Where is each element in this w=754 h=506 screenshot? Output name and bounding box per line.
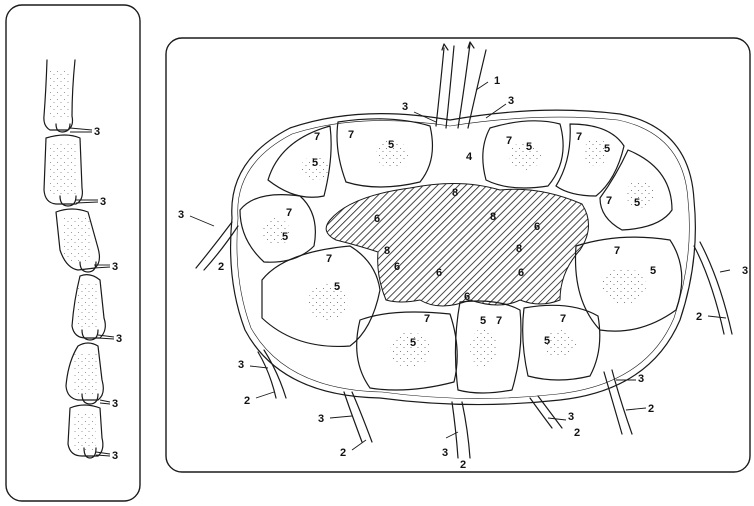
label-2-right: 2 [696, 311, 702, 323]
label-7-i: 7 [496, 315, 502, 327]
label-3-lower-left: 3 [238, 359, 244, 371]
left-label-3-4: 3 [116, 333, 122, 345]
label-6-c: 6 [394, 261, 400, 273]
label-6-b: 6 [534, 221, 540, 233]
label-7-a: 7 [314, 131, 320, 143]
label-2-bottom-3: 2 [574, 427, 580, 439]
label-7-f: 7 [286, 207, 292, 219]
label-3-bottom-2: 3 [442, 447, 448, 459]
label-5-b: 5 [388, 139, 394, 151]
label-5-h: 5 [410, 337, 416, 349]
label-7-h: 7 [424, 313, 430, 325]
label-3-top-right: 3 [508, 95, 514, 107]
label-7-g: 7 [326, 253, 332, 265]
label-3-bottom-1: 3 [318, 413, 324, 425]
label-6-d: 6 [436, 267, 442, 279]
label-3-left: 3 [178, 209, 184, 221]
label-5-g: 5 [334, 281, 340, 293]
label-8-b: 8 [384, 245, 390, 257]
left-label-3-2: 3 [100, 196, 106, 208]
label-4: 4 [466, 151, 473, 163]
label-3-right: 3 [742, 265, 748, 277]
label-5-c: 5 [526, 141, 532, 153]
label-8-a: 8 [452, 187, 458, 199]
label-5-j: 5 [544, 335, 550, 347]
label-6-a: 6 [374, 213, 380, 225]
label-7-c: 7 [506, 135, 512, 147]
right-panel: 1 3 3 4 3 2 3 2 3 2 3 2 3 2 3 2 3 2 7 5 … [166, 38, 750, 472]
label-7-d: 7 [576, 131, 582, 143]
label-5-a: 5 [312, 157, 318, 169]
left-label-3-3: 3 [112, 261, 118, 273]
label-5-f: 5 [282, 231, 288, 243]
label-1: 1 [494, 75, 500, 87]
label-2-left: 2 [218, 261, 224, 273]
label-7-e: 7 [606, 195, 612, 207]
label-8-c: 8 [516, 243, 522, 255]
label-7-j: 7 [560, 313, 566, 325]
label-2-bottom-4: 2 [648, 403, 654, 415]
label-5-e: 5 [634, 197, 640, 209]
left-label-3-6: 3 [112, 450, 118, 462]
label-5-k: 5 [650, 265, 656, 277]
label-2-lower-left: 2 [244, 395, 250, 407]
label-3-top-left: 3 [402, 101, 408, 113]
label-6-f: 6 [464, 291, 470, 303]
label-3-bottom-3: 3 [568, 411, 574, 423]
label-2-bottom-1: 2 [340, 447, 346, 459]
label-6-e: 6 [518, 267, 524, 279]
label-5-d: 5 [604, 143, 610, 155]
left-panel: 3 3 3 3 3 3 [6, 5, 140, 501]
label-3-bottom-4: 3 [638, 373, 644, 385]
label-7-b: 7 [348, 129, 354, 141]
left-label-3-5: 3 [112, 398, 118, 410]
label-5-i: 5 [480, 315, 486, 327]
label-2-bottom-2: 2 [460, 459, 466, 471]
label-7-k: 7 [614, 245, 620, 257]
left-label-3-1: 3 [94, 126, 100, 138]
label-8-d: 8 [490, 211, 496, 223]
